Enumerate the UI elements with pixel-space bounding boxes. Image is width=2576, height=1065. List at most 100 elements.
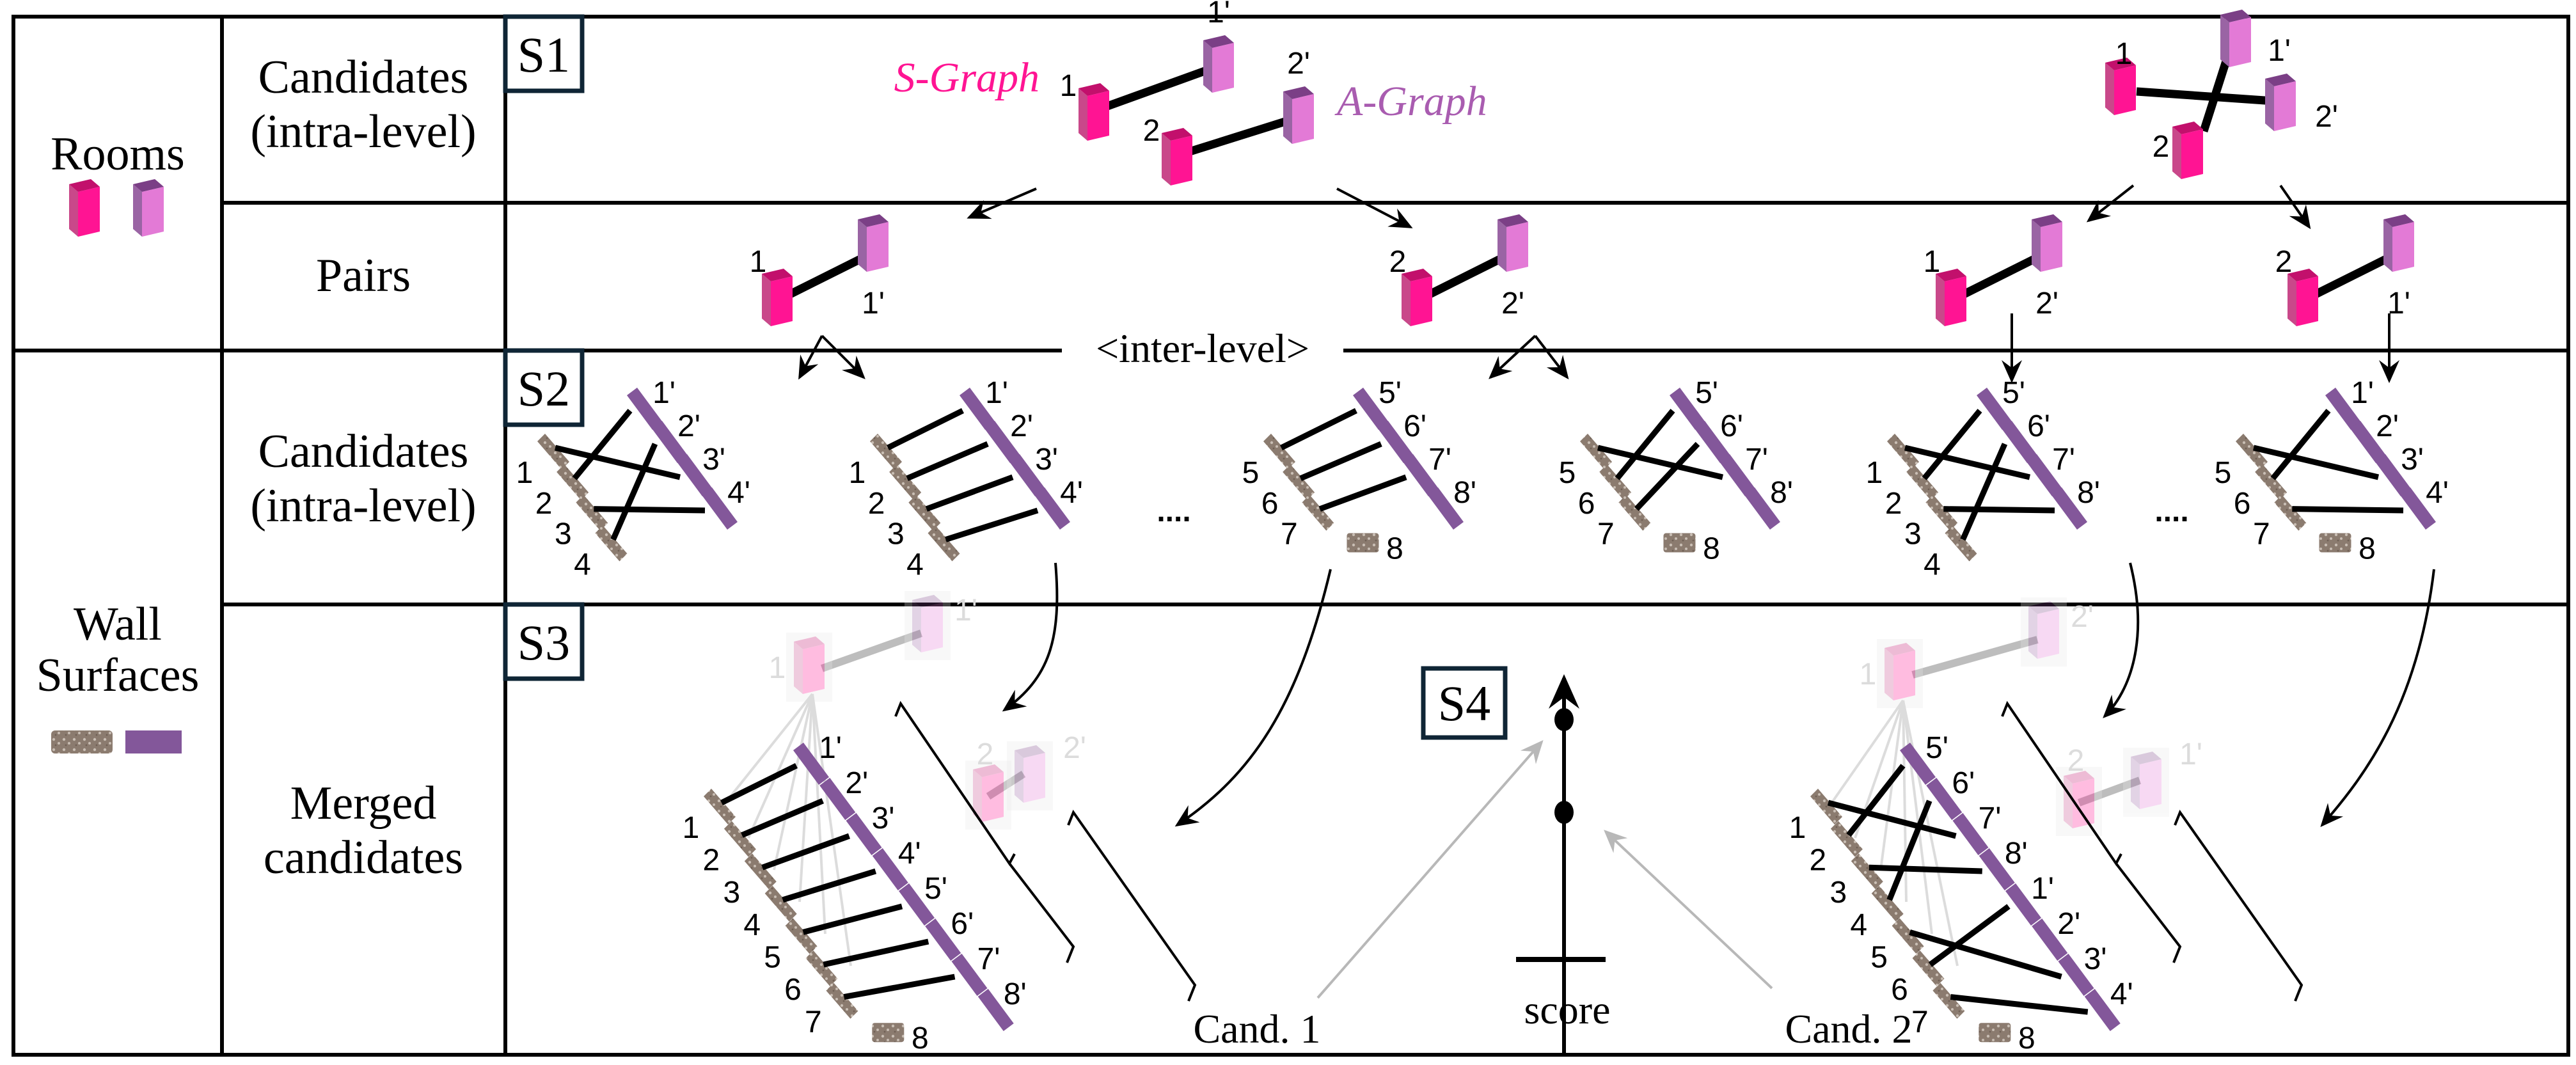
wall-match-edge <box>1922 409 1982 480</box>
room-side-face <box>973 769 982 822</box>
room-s-cube <box>1936 269 1966 326</box>
room-side-face <box>2383 219 2392 272</box>
wall-a-segment <box>1378 421 1414 463</box>
room-top-face <box>2265 74 2296 86</box>
wall-match-edge <box>720 762 798 806</box>
flow-arrow <box>1002 562 1059 712</box>
room-s-cube <box>2288 269 2318 326</box>
flow-arrows <box>798 184 2435 828</box>
s1-candidates: 11'22'121'2' <box>1060 0 2338 185</box>
pair-4: 21' <box>2275 214 2414 326</box>
wall-s-label: 1 <box>516 456 533 490</box>
wall-a-segment <box>819 778 856 820</box>
room-side-face <box>2131 757 2140 809</box>
wall-s-label: 2 <box>1885 487 1902 521</box>
room-s-cube <box>786 633 832 702</box>
row-labels: Candidates (intra-level) Pairs Candidate… <box>250 51 476 884</box>
room-top-face <box>1283 86 1314 99</box>
wall-a-label: 2' <box>677 409 700 443</box>
wall-s-label: 7 <box>1911 1006 1929 1039</box>
wall-a-label: 3' <box>872 801 895 835</box>
a-room-label: 2' <box>2035 287 2058 320</box>
wall-match-edge <box>594 506 706 514</box>
wall-s-label: 2 <box>703 844 720 878</box>
wall-s-segment <box>1283 464 1315 500</box>
room-a-cube <box>2265 74 2296 131</box>
wall-a-label: 1' <box>2351 376 2374 410</box>
wall-s-segment <box>1830 821 1863 857</box>
room-top-face <box>1015 745 1045 758</box>
wall-a-label: 4' <box>727 476 750 510</box>
faint-link <box>1879 700 1904 871</box>
room-top-face <box>1885 643 1915 656</box>
room-highlight <box>2123 748 2169 817</box>
wall-a-label: 2' <box>2376 409 2399 443</box>
wall-s-segment <box>1912 951 1945 986</box>
wall-match-edge <box>610 443 658 541</box>
wall-a-segment <box>872 848 908 890</box>
step-s4: S4 <box>1421 666 1508 740</box>
wall-a-label: 8' <box>2077 476 2100 510</box>
wall-s-label: 7 <box>805 1006 822 1039</box>
room-top-face <box>2028 601 2059 614</box>
wall-match-edge <box>843 974 956 1000</box>
room-side-face <box>858 219 867 272</box>
group-bracket <box>2001 700 2182 963</box>
wall-s-label: 5 <box>764 940 781 974</box>
room-match-edge <box>986 770 1026 800</box>
room-front-face <box>867 222 889 272</box>
room-a-cube <box>1007 741 1053 810</box>
wall-a-segment <box>1353 388 1389 430</box>
wall-match-edge <box>1615 409 1675 480</box>
room-top-face <box>762 269 793 281</box>
wall-a-segment <box>2400 487 2436 530</box>
wall-s-segment <box>1932 982 1965 1019</box>
wall-a-segment <box>2325 388 2361 430</box>
s-room-label: 2 <box>1389 245 1407 279</box>
room-side-face <box>2172 127 2181 179</box>
room-side-face <box>1079 88 1087 141</box>
room-side-face <box>1162 133 1171 185</box>
room-s-cube <box>762 269 793 326</box>
legend-wall-a-icon <box>125 730 182 753</box>
wall-s-segment <box>764 885 797 922</box>
wall-s-segment <box>1302 494 1334 531</box>
wall-s-segment <box>908 494 941 531</box>
room-side-face <box>1203 40 1212 93</box>
room-highlight <box>965 761 1011 830</box>
a-graph-label: A-Graph <box>1334 78 1487 125</box>
s-room-label: 1 <box>769 651 786 685</box>
ellipsis-dots: .... <box>1157 494 1190 528</box>
room-front-face <box>2041 222 2062 272</box>
a-room-label: 1' <box>2268 34 2291 68</box>
room-side-face <box>2288 274 2296 326</box>
wall-s-segment <box>805 951 838 986</box>
room-s-cube <box>1162 128 1192 185</box>
room-top-face <box>1936 269 1966 281</box>
a-room-label: 1' <box>862 287 885 320</box>
wall-a-segment <box>1009 454 1045 496</box>
wall-s-label: 3 <box>723 876 740 910</box>
wall-match-edge <box>554 445 681 480</box>
wall-s-label: 8 <box>912 1022 929 1055</box>
wall-match-edge <box>572 409 633 480</box>
room-front-face <box>1087 91 1109 141</box>
flow-arrow <box>2086 184 2135 223</box>
wall-match-edge <box>1827 800 1957 839</box>
room-s-cube <box>965 761 1011 830</box>
wall-a-label: 4' <box>2110 977 2133 1011</box>
s-room-label: 1 <box>1060 69 1077 103</box>
room-top-face <box>2172 122 2203 134</box>
row-s3-label-line2: candidates <box>264 832 463 884</box>
flow-arrow <box>821 335 865 379</box>
wall-match-edge <box>1634 441 1700 511</box>
room-a-cube <box>1497 214 1528 272</box>
a-room-label: 1' <box>2179 738 2202 771</box>
wall-a-label: 5' <box>924 872 947 906</box>
wall-s-label: 6 <box>1578 487 1595 521</box>
wall-match-edge <box>887 407 964 451</box>
room-match-edge <box>820 629 923 672</box>
room-front-face <box>1410 276 1432 326</box>
room-side-face <box>1015 750 1023 803</box>
